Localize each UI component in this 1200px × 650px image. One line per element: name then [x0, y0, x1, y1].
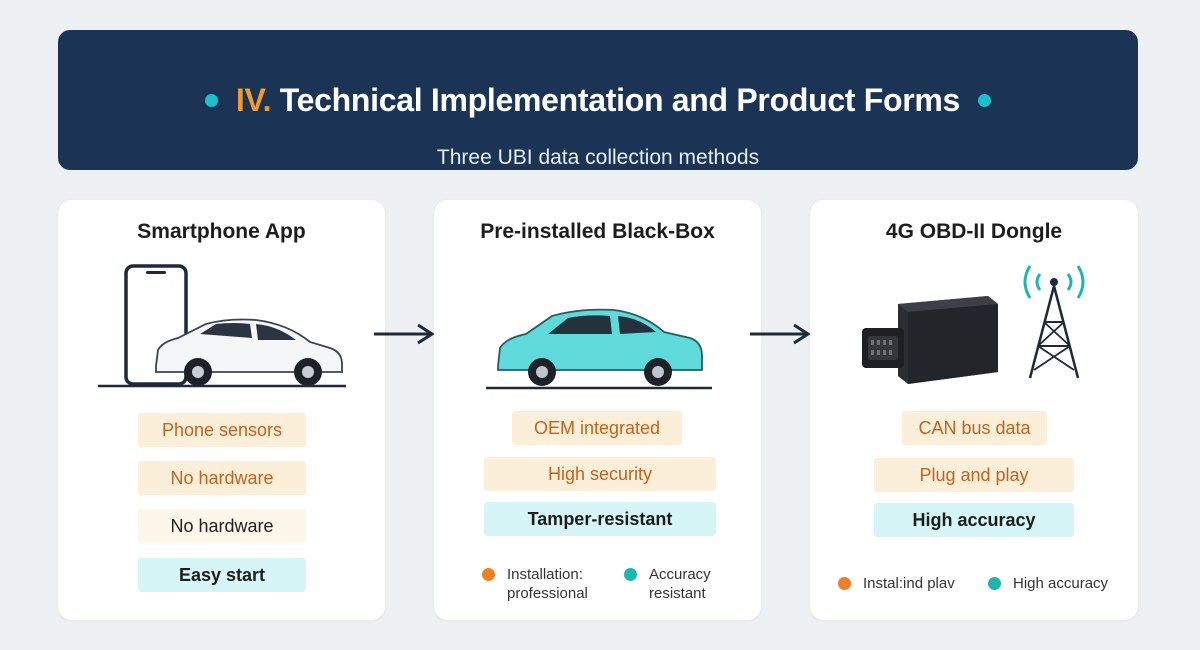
- tag-no-hardware-2: No hardware: [138, 509, 306, 543]
- legend-orange-dot-icon: [838, 577, 851, 590]
- tag-tamper-resistant: Tamper-resistant: [484, 502, 716, 536]
- legend-teal-dot-icon: [624, 568, 637, 581]
- tag-high-accuracy: High accuracy: [874, 503, 1074, 537]
- card-title: Smartphone App: [137, 220, 306, 243]
- page-title: IV. Technical Implementation and Product…: [236, 82, 960, 119]
- legend-installation: Installation: professional: [482, 565, 588, 603]
- legend-line: Installation:: [507, 566, 583, 583]
- title-text: Technical Implementation and Product For…: [271, 82, 961, 118]
- legend-line: High accuracy: [1013, 575, 1109, 592]
- teal-car-illustration: [486, 308, 712, 390]
- card-title: Pre-installed Black-Box: [480, 220, 715, 243]
- smartphone-car-illustration: [98, 264, 346, 388]
- tag-easy-start: Easy start: [138, 558, 306, 592]
- obd-dongle-icon: [862, 296, 998, 384]
- legend-accuracy: Accuracy resistant: [624, 565, 711, 603]
- legend-line: professional: [507, 585, 588, 602]
- cell-tower-icon: [1023, 265, 1085, 379]
- tag-no-hardware: No hardware: [138, 461, 306, 495]
- legend-install-play: Instal:ind plav: [838, 574, 955, 593]
- arrow-right-icon: [750, 323, 811, 345]
- white-car-icon: [155, 318, 343, 386]
- arrow-right-icon: [374, 323, 435, 345]
- dongle-tower-illustration: [862, 265, 1085, 384]
- card-obd-dongle: 4G OBD-II Dongle: [810, 200, 1138, 620]
- legend-line: Accuracy: [649, 566, 711, 583]
- legend-line: Instal:ind plav: [863, 575, 955, 592]
- legend-teal-dot-icon: [988, 577, 1001, 590]
- title-row: IV. Technical Implementation and Product…: [58, 82, 1138, 119]
- tag-plug-and-play: Plug and play: [874, 458, 1074, 492]
- header-banner: IV. Technical Implementation and Product…: [58, 30, 1138, 170]
- teal-car-icon: [497, 308, 703, 386]
- legend-orange-dot-icon: [482, 568, 495, 581]
- title-dot-right-icon: [978, 94, 992, 107]
- tag-high-security: High security: [484, 457, 716, 491]
- tag-oem-integrated: OEM integrated: [512, 411, 682, 445]
- page-subtitle: Three UBI data collection methods: [436, 146, 760, 169]
- legend-high-accuracy: High accuracy: [988, 574, 1108, 593]
- title-number: IV.: [235, 82, 272, 118]
- card-title: 4G OBD-II Dongle: [885, 220, 1063, 243]
- card-black-box: Pre-installed Black-Box OEM integrated H…: [434, 200, 761, 620]
- tag-can-bus-data: CAN bus data: [902, 411, 1047, 445]
- card-smartphone-app: Smartphone App Phone sensors No hardware…: [58, 200, 385, 620]
- tag-phone-sensors: Phone sensors: [138, 413, 306, 447]
- legend-line: resistant: [649, 585, 706, 602]
- title-dot-left-icon: [204, 94, 218, 107]
